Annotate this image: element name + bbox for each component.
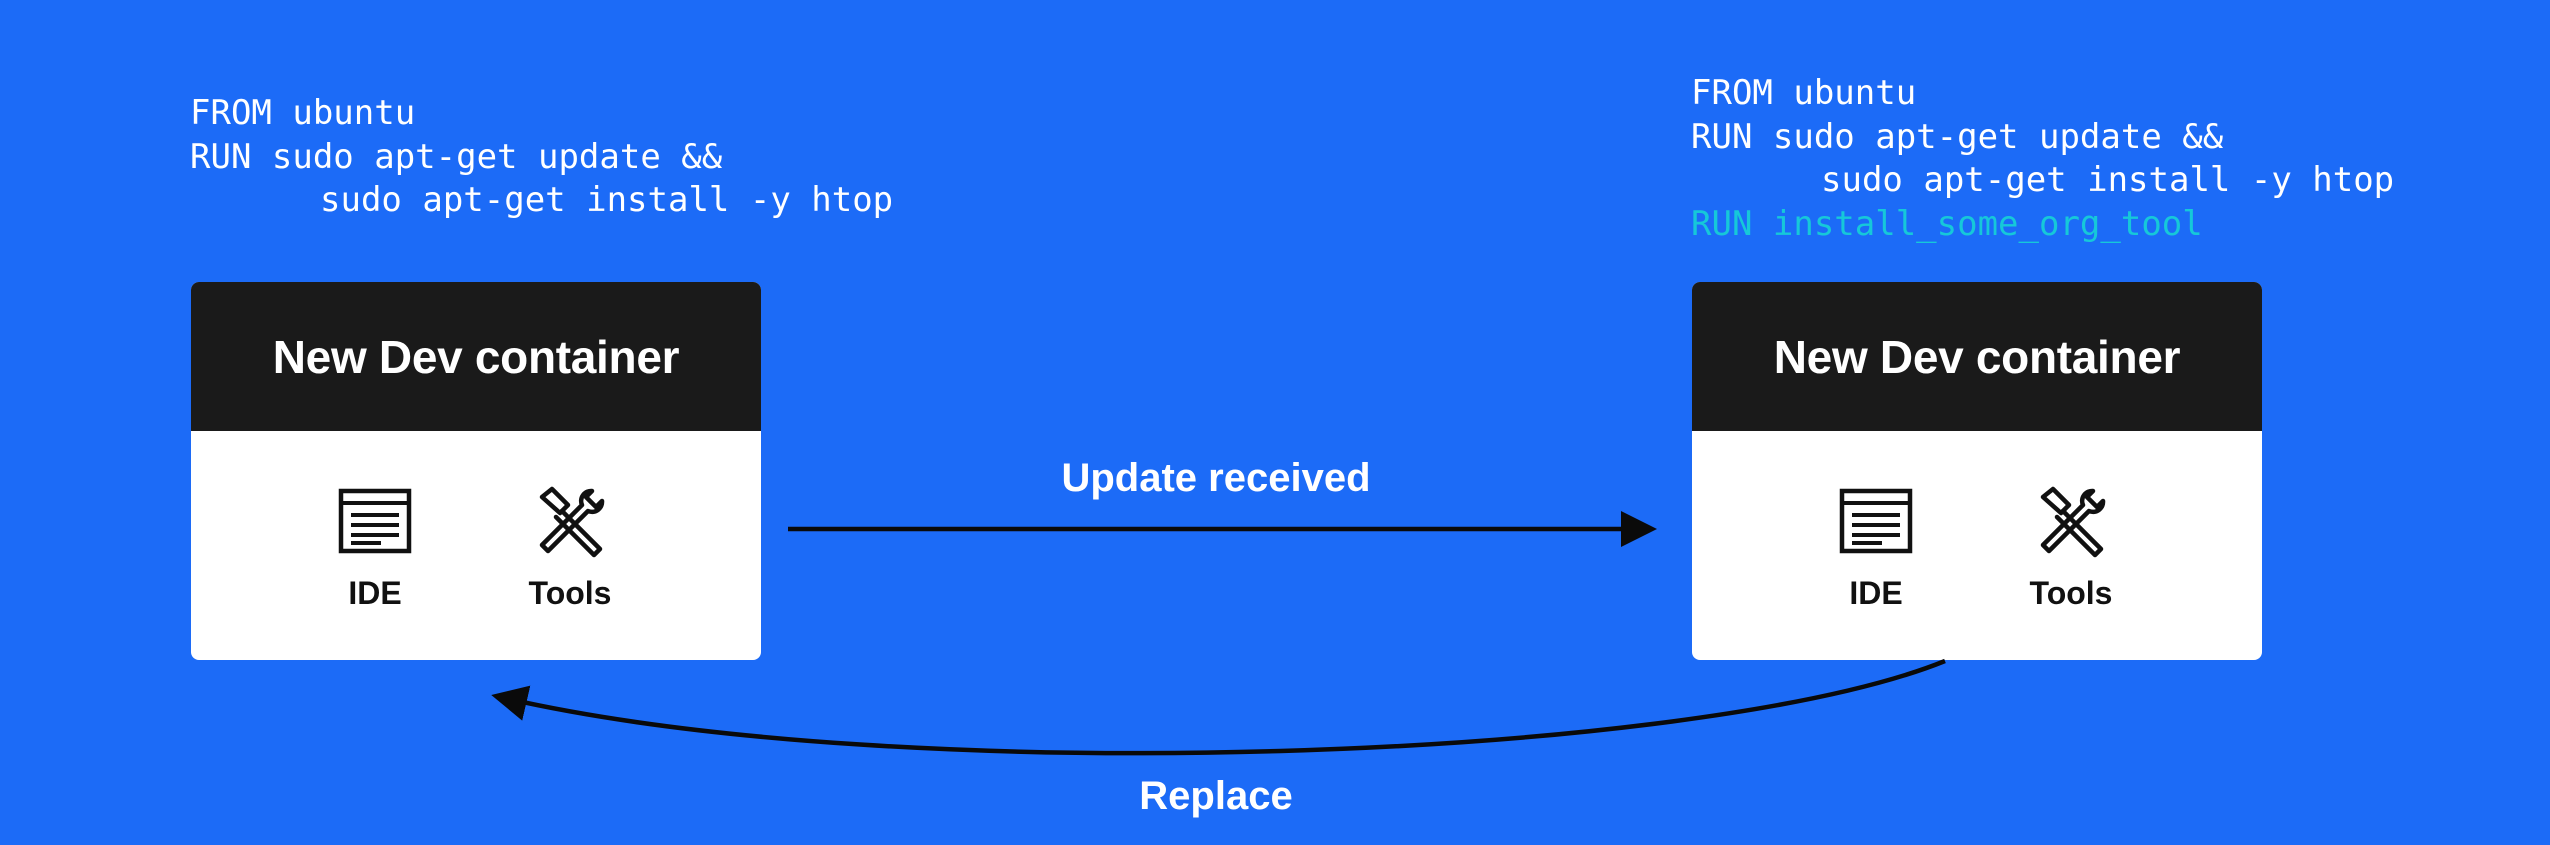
tools-label: Tools [528,575,612,611]
card-body: IDE Tools [191,431,761,660]
replace-label: Replace [1139,774,1293,818]
tools-item: Tools [490,431,650,660]
code-line: RUN sudo apt-get update && [190,136,723,177]
code-line-highlighted: RUN install_some_org_tool [1691,203,2203,244]
card-title: New Dev container [191,282,761,431]
code-line: sudo apt-get install -y htop [320,180,894,220]
card-body: IDE Tools [1692,431,2262,660]
ide-window-icon [338,488,412,554]
tools-hammer-wrench-icon [539,486,605,558]
dev-container-card-right: New Dev container IDE [1692,282,2262,660]
code-line: FROM ubuntu [1691,73,1917,113]
code-line: FROM ubuntu [190,93,416,133]
update-received-label: Update received [1061,456,1371,500]
ide-window-icon [1839,488,1913,554]
tools-hammer-wrench-icon [2040,486,2106,558]
card-title: New Dev container [1692,282,2262,431]
ide-item: IDE [295,431,455,660]
ide-label: IDE [348,575,402,611]
ide-item: IDE [1796,431,1956,660]
tools-label: Tools [2029,575,2113,611]
replace-arrow [491,658,1946,756]
tools-item: Tools [1991,431,2151,660]
ide-label: IDE [1849,575,1903,611]
code-line: sudo apt-get install -y htop [1821,160,2395,200]
dev-container-card-left: New Dev container IDE [191,282,761,660]
code-line: RUN sudo apt-get update && [1691,116,2224,157]
